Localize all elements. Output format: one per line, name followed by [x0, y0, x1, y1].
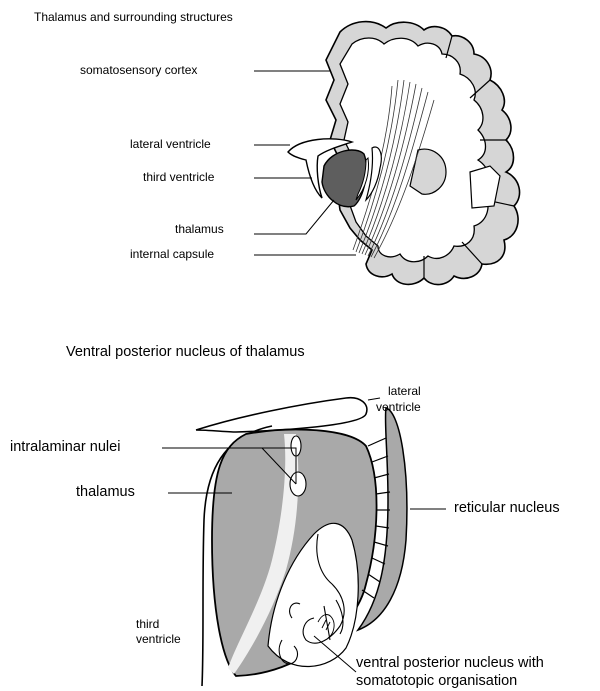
label-lateral-ventricle: lateral ventricle [130, 137, 211, 151]
label-intralaminar-nuclei: intralaminar nulei [10, 439, 120, 455]
thalamus-detail [162, 398, 446, 686]
top-diagram-title: Thalamus and surrounding structures [34, 10, 233, 24]
label-lateral-ventricle-b-line1: lateral [388, 384, 421, 398]
label-third-ventricle-b-line2: ventricle [136, 632, 181, 646]
thalamus-shape [322, 150, 366, 207]
label-third-ventricle: third ventricle [143, 170, 214, 184]
leader-thalamus [254, 200, 334, 234]
label-lateral-ventricle-b-line2: ventricle [376, 400, 421, 414]
label-thalamus-top: thalamus [175, 222, 224, 236]
bottom-diagram-title: Ventral posterior nucleus of thalamus [66, 344, 305, 360]
label-reticular-nucleus: reticular nucleus [454, 500, 560, 516]
brain-coronal-section [254, 22, 520, 285]
label-thalamus-bottom: thalamus [76, 484, 135, 500]
intralaminar-nucleus-lower [290, 472, 306, 496]
lateral-ventricle-outline [196, 398, 367, 432]
label-vpn-line1: ventral posterior nucleus with [356, 655, 544, 671]
label-somatosensory-cortex: somatosensory cortex [80, 63, 197, 77]
label-internal-capsule: internal capsule [130, 247, 214, 261]
label-third-ventricle-b-line1: third [136, 617, 159, 631]
label-vpn-line2: somatotopic organisation [356, 673, 517, 689]
